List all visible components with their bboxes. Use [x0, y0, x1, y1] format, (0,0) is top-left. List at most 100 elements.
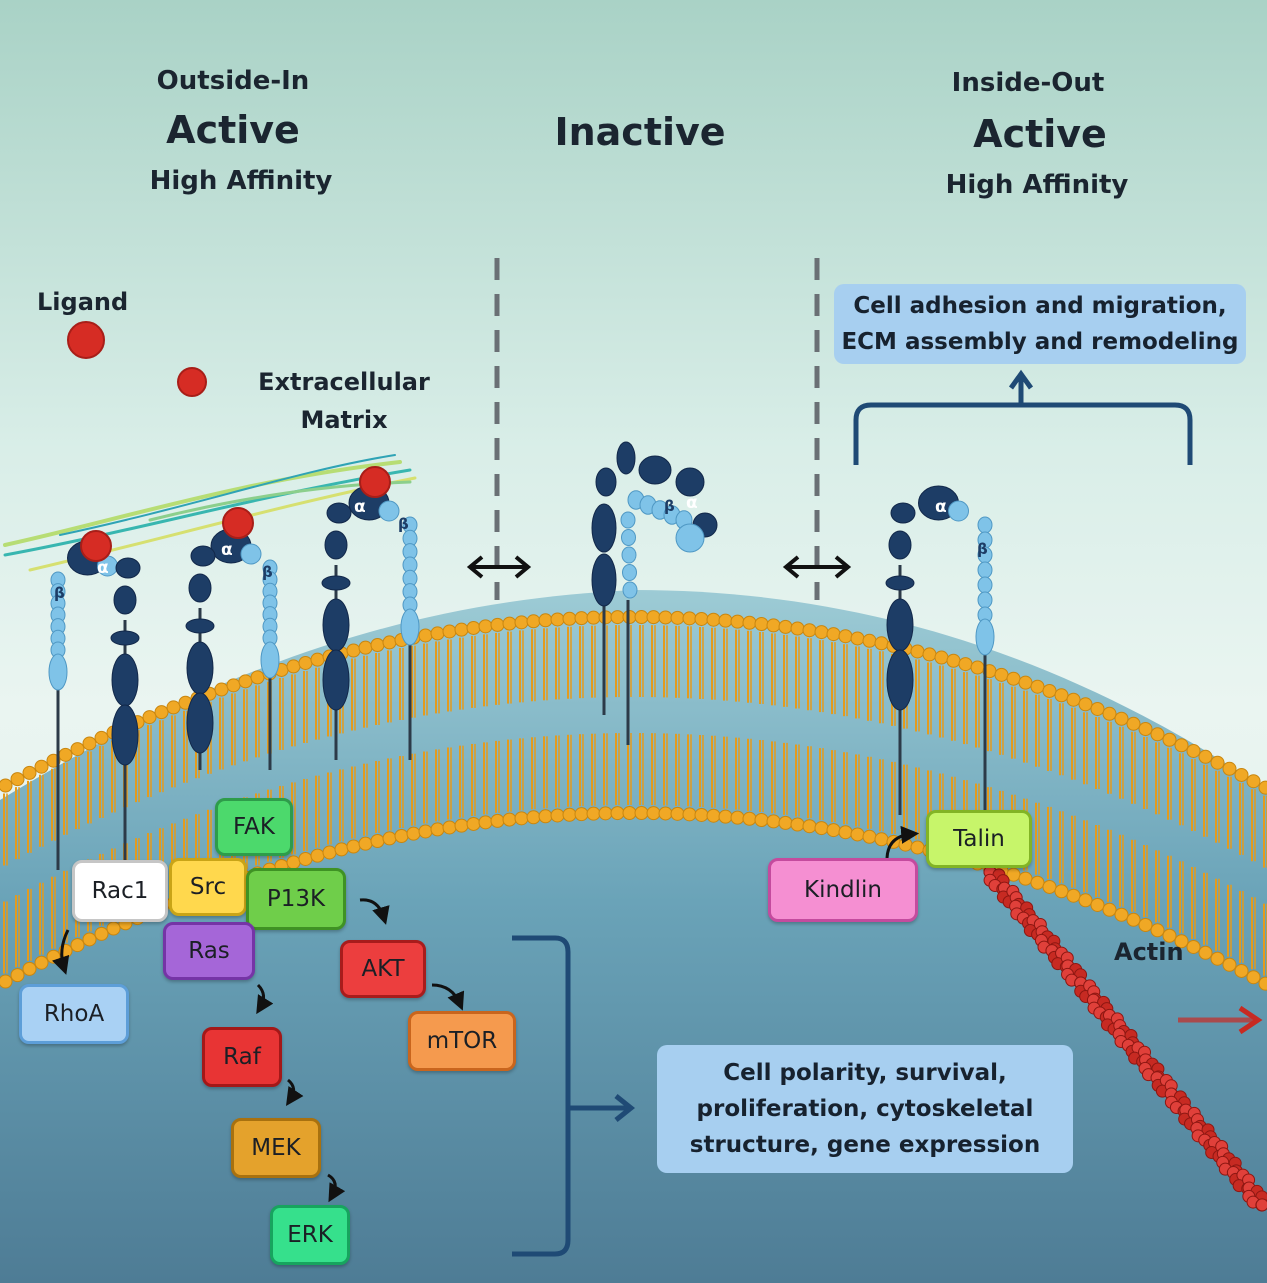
lipid-head	[526, 810, 541, 825]
integrin-beta-domain	[975, 618, 995, 656]
integrin-alpha-domain	[886, 649, 914, 711]
actin-arrow	[1178, 1005, 1263, 1035]
alpha-label: α	[686, 493, 698, 513]
integrin-alpha-head	[638, 455, 672, 485]
bound-ligand	[80, 530, 112, 562]
lipid-head	[1102, 902, 1117, 917]
lipid-head	[1258, 976, 1267, 991]
node-talin: Talin	[926, 810, 1032, 868]
lipid-head	[1162, 732, 1177, 747]
beta-label: β	[262, 563, 273, 581]
beta-label: β	[54, 584, 65, 602]
pathway-arrows	[52, 825, 920, 1203]
lipid-head	[286, 659, 301, 674]
lipid-head	[1186, 939, 1201, 954]
node-mek: MEK	[231, 1118, 321, 1178]
beta-label: β	[977, 540, 988, 558]
lipid-head	[742, 811, 757, 826]
lipid-head	[910, 644, 925, 659]
lipid-head	[94, 926, 109, 941]
lipid-head	[610, 806, 625, 821]
ligand-large	[67, 321, 105, 359]
lipid-head	[82, 932, 97, 947]
integrin-alpha-domain	[885, 575, 915, 591]
lipid-head	[910, 840, 925, 855]
lipid-head	[1042, 879, 1057, 894]
integrin-alpha-domain	[186, 692, 214, 754]
lipid-head	[298, 655, 313, 670]
integrin-alpha-head	[890, 502, 916, 524]
node-fak: FAK	[215, 798, 293, 856]
integrin-alpha-domain	[111, 653, 139, 707]
lipid-head	[634, 806, 649, 821]
outside-in-affinity: High Affinity	[149, 166, 333, 196]
integrin-alpha-domain	[591, 503, 617, 553]
lipid-head	[1054, 884, 1069, 899]
lipid-head	[1114, 711, 1129, 726]
lipid-head	[238, 674, 253, 689]
node-rhoa: RhoA	[19, 984, 129, 1044]
lipid-head	[106, 921, 121, 936]
lipid-head	[958, 657, 973, 672]
polarity-outcome-line2: proliferation, cytoskeletal	[696, 1096, 1034, 1122]
lipid-head	[466, 816, 481, 831]
integrin-beta-domain	[977, 561, 993, 579]
lipid-head	[382, 635, 397, 650]
polarity-outcome-line1: Cell polarity, survival,	[723, 1060, 1007, 1086]
lipid-head	[1210, 951, 1225, 966]
integrin-beta-head	[378, 500, 400, 522]
lipid-head	[574, 611, 589, 626]
lipid-head	[94, 730, 109, 745]
lipid-head	[658, 806, 673, 821]
integrin-alpha-domain	[591, 553, 617, 607]
alpha-label: α	[221, 540, 233, 560]
lipid-head	[1078, 697, 1093, 712]
polarity-outcome-box: Cell polarity, survival, proliferation, …	[657, 1045, 1073, 1173]
lipid-head	[310, 652, 325, 667]
inside-out-active: Active	[973, 112, 1107, 156]
lipid-head	[358, 836, 373, 851]
lipid-head	[1222, 957, 1237, 972]
lipid-head	[598, 806, 613, 821]
lipid-head	[346, 839, 361, 854]
lipid-head	[10, 772, 25, 787]
lipid-head	[730, 614, 745, 629]
lipid-head	[1126, 912, 1141, 927]
ligand-label: Ligand	[37, 288, 129, 316]
lipid-head	[706, 612, 721, 627]
integrin-alpha-domain	[113, 585, 137, 615]
lipid-head	[646, 610, 661, 625]
lipid-head	[790, 621, 805, 636]
lipid-head	[46, 949, 61, 964]
node-rac1: Rac1	[72, 860, 168, 922]
lipid-head	[394, 828, 409, 843]
lipid-head	[370, 638, 385, 652]
lipid-head	[82, 736, 97, 751]
node-akt: AKT	[340, 940, 426, 998]
integrin-alpha-domain	[886, 598, 914, 652]
lipid-head	[334, 842, 349, 857]
lipid-head	[670, 610, 685, 625]
lipid-head	[34, 759, 49, 774]
lipid-head	[490, 813, 505, 828]
adhesion-outcome-line1: Cell adhesion and migration,	[853, 293, 1227, 319]
actin-filament	[983, 865, 1267, 1212]
lipid-head	[694, 807, 709, 822]
lipid-head	[514, 811, 529, 826]
integrin-alpha-domain	[188, 573, 212, 603]
integrin-alpha-head	[675, 467, 705, 497]
lipid-head	[1246, 774, 1261, 789]
lipid-head	[358, 640, 373, 655]
signaling-bracket	[512, 935, 636, 1257]
actin-bead	[1255, 1198, 1267, 1212]
lipid-head	[1138, 722, 1153, 736]
polarity-outcome-line3: structure, gene expression	[689, 1132, 1041, 1158]
lipid-head	[478, 619, 493, 634]
lipid-head	[922, 647, 937, 662]
integrin-alpha-domain	[888, 530, 912, 560]
lipid-head	[298, 851, 313, 866]
integrin-beta-domain	[48, 653, 68, 691]
lipid-head	[1174, 934, 1189, 949]
lipid-head	[454, 622, 469, 637]
integrin-alpha-domain	[324, 530, 348, 560]
